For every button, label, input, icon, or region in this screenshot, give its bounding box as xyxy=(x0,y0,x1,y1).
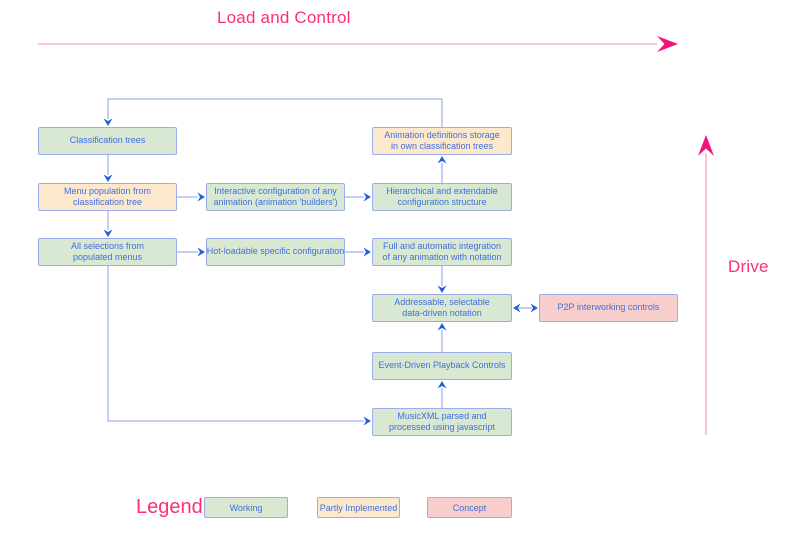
node-musicxml-parsed: MusicXML parsed and processed using java… xyxy=(372,408,512,436)
node-classification-trees: Classification trees xyxy=(38,127,177,155)
drive-axis-arrow xyxy=(698,135,714,435)
node-all-selections: All selections from populated menus xyxy=(38,238,177,266)
node-hierarchical-configuration: Hierarchical and extendable configuratio… xyxy=(372,183,512,211)
legend-chip-working: Working xyxy=(204,497,288,518)
node-hot-loadable-configuration: Hot-loadable specific configuration xyxy=(206,238,345,266)
node-addressable-notation: Addressable, selectable data-driven nota… xyxy=(372,294,512,322)
load-and-control-title: Load and Control xyxy=(217,8,351,27)
load-axis-arrow xyxy=(38,36,678,52)
legend-title: Legend xyxy=(136,496,203,518)
node-menu-population: Menu population from classification tree xyxy=(38,183,177,211)
node-full-integration: Full and automatic integration of any an… xyxy=(372,238,512,266)
node-interactive-configuration: Interactive configuration of any animati… xyxy=(206,183,345,211)
node-p2p-controls: P2P interworking controls xyxy=(539,294,678,322)
edge-selections-to-musicxml xyxy=(107,266,364,422)
legend-chip-partly-implemented: Partly Implemented xyxy=(317,497,400,518)
node-event-driven-playback: Event-Driven Playback Controls xyxy=(372,352,512,380)
legend-chip-concept: Concept xyxy=(427,497,512,518)
node-animation-definitions-storage: Animation definitions storage in own cla… xyxy=(372,127,512,155)
drive-title: Drive xyxy=(728,257,769,276)
edge-storage-to-classification xyxy=(107,98,443,127)
